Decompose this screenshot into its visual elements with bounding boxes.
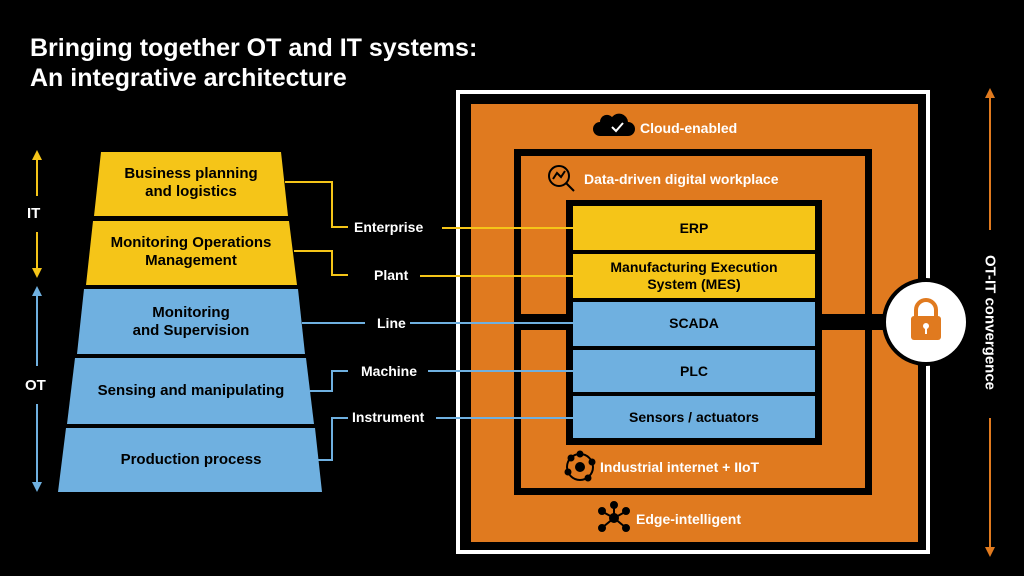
pyramid-label-business: Business planning and logistics [101, 165, 281, 201]
stack-box-sensors [573, 396, 815, 438]
connector-lines-left [285, 181, 365, 461]
stack-box-scada [573, 302, 815, 346]
it-range-arrow [32, 150, 42, 278]
zone-label-workplace: Data-driven digital workplace [584, 171, 779, 187]
ot-range-arrow [32, 286, 42, 492]
zone-label-iiot: Industrial internet + IIoT [600, 459, 760, 475]
lock-icon [911, 298, 941, 340]
stack-label-scada: SCADA [573, 315, 815, 332]
level-label-line: Line [375, 315, 408, 331]
pyramid-label-business-line2: and logistics [145, 183, 237, 200]
cloud-check-icon [593, 113, 635, 136]
network-nodes-icon [564, 450, 596, 482]
pyramid-label-supervision: Monitoring and Supervision [91, 304, 291, 340]
ot-label: OT [25, 377, 46, 394]
pyramid-label-production-line1: Production process [120, 451, 262, 468]
stack-box-mes [573, 254, 815, 298]
connector-lines-right [410, 227, 573, 419]
convergence-label: OT-IT convergence [981, 254, 999, 391]
level-label-enterprise: Enterprise [352, 219, 426, 235]
stack-label-mes-line1: Manufacturing Execution [610, 259, 778, 275]
page-title: Bringing together OT and IT systems: An … [30, 33, 477, 93]
pyramid-label-supervision-line2: and Supervision [132, 322, 250, 339]
stack-label-scada-line1: SCADA [669, 315, 719, 331]
stack-label-plc: PLC [573, 363, 815, 380]
stack-label-sensors-line1: Sensors / actuators [629, 409, 759, 425]
zone-label-edge: Edge-intelligent [636, 511, 741, 527]
pyramid-layer-production [58, 428, 322, 492]
title-line-1: Bringing together OT and IT systems: [30, 34, 478, 62]
level-label-machine: Machine [359, 363, 420, 379]
convergence-arrow [985, 88, 995, 557]
pyramid-label-production: Production process [71, 451, 311, 469]
pyramid-layer-sensing [67, 358, 314, 424]
hub-nodes-icon [598, 501, 630, 532]
stack-label-sensors: Sensors / actuators [573, 409, 815, 426]
level-label-plant: Plant [372, 267, 411, 283]
stack-label-mes-line2: System (MES) [647, 276, 741, 292]
analytics-magnifier-icon [548, 165, 575, 192]
pyramid-label-operations-line1: Monitoring Operations [110, 234, 272, 251]
stack-label-plc-line1: PLC [680, 363, 708, 379]
pyramid-label-business-line1: Business planning [124, 165, 258, 182]
pyramid-layer-business [94, 152, 288, 216]
pyramid-layer-supervision [77, 289, 305, 354]
stack-label-erp-line1: ERP [679, 220, 709, 236]
pyramid-label-operations-line2: Management [145, 252, 237, 269]
pyramid-label-sensing-line1: Sensing and manipulating [97, 382, 285, 399]
stack-box-erp [573, 206, 815, 250]
zone-label-cloud: Cloud-enabled [640, 120, 738, 136]
title-line-2: An integrative architecture [30, 64, 347, 92]
it-label: IT [27, 205, 41, 222]
stack-label-erp: ERP [573, 220, 815, 237]
stack-label-mes: Manufacturing Execution System (MES) [573, 259, 815, 293]
pyramid-layer-operations [86, 221, 297, 285]
stack-box-plc [573, 350, 815, 392]
pyramid-label-sensing: Sensing and manipulating [71, 382, 311, 400]
pyramid-label-supervision-line1: Monitoring [152, 304, 230, 321]
level-label-instrument: Instrument [350, 409, 427, 425]
pyramid-label-operations: Monitoring Operations Management [91, 234, 291, 270]
